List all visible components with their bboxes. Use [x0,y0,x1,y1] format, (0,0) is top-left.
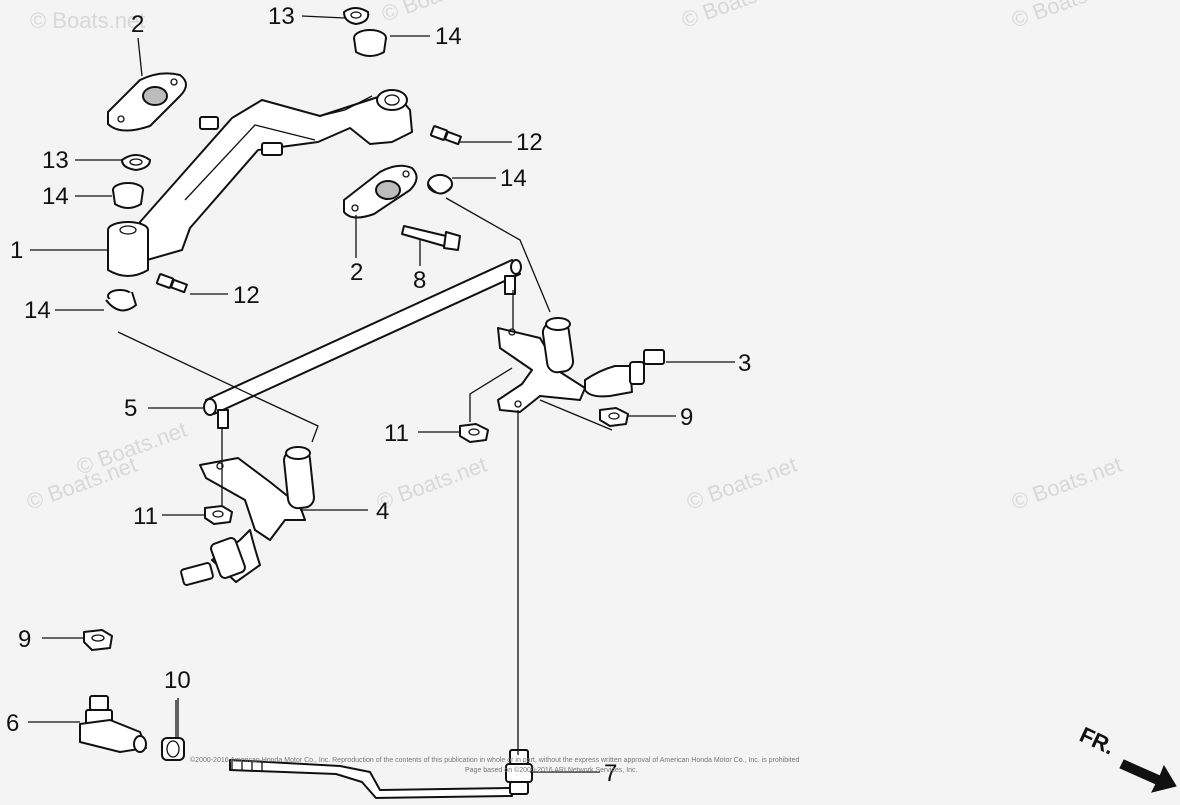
callout-13: 13 [268,3,295,30]
flange-bolt [155,273,188,294]
callout-14: 14 [500,165,527,192]
callout-3: 3 [738,350,751,377]
flange-bolt [429,125,462,146]
callout-2: 2 [350,259,363,286]
callout-10: 10 [164,667,191,694]
callout-8: 8 [413,267,426,294]
bracket-arm-part [107,89,413,277]
hex-bolt [401,225,461,251]
callout-13: 13 [42,147,69,174]
callout-14: 14 [435,23,462,50]
grommet [105,289,137,312]
hex-nut [599,407,629,427]
watermark-group: © Boats.net © Boats.net © Boats.net © Bo… [23,0,1125,515]
assembly-lines [117,197,613,755]
grommet [353,29,387,57]
hex-nut [204,505,233,525]
watermark: © Boats.net [1008,0,1125,33]
callout-14: 14 [42,183,69,210]
watermark: © Boats.net [373,452,490,515]
watermark: © Boats.net [683,452,800,515]
callout-5: 5 [124,395,137,422]
front-arrow-icon [1119,759,1177,793]
callout-9: 9 [18,626,31,653]
grommet [112,182,144,209]
throttle-rod [229,749,533,799]
callout-12: 12 [233,282,260,309]
copyright-notice: ©2000-2016 American Honda Motor Co., Inc… [190,756,800,774]
lever-arm-right [497,317,665,413]
hex-nut [83,629,113,651]
ball-joint [79,695,147,753]
grommet [427,174,453,195]
copyright-line: Page based on ©2000-2016 ARI Network Ser… [465,766,638,774]
callout-numbers: 2 13 14 13 14 1 12 14 2 8 14 12 3 5 11 9… [6,3,751,787]
leader-lines [28,15,735,773]
callout-2: 2 [131,11,144,38]
rod-end-cap [161,737,185,761]
lever-arm-left [180,446,315,586]
gasket-plate-middle [343,164,418,219]
copyright-line: ©2000-2016 American Honda Motor Co., Inc… [190,756,800,764]
callout-11: 11 [133,503,158,530]
clip-ring [343,7,370,25]
front-label: FR. [1076,722,1119,760]
callout-9: 9 [680,404,693,431]
callout-4: 4 [376,498,389,525]
callout-11: 11 [384,420,409,447]
callout-1: 1 [10,237,23,264]
hex-nut [459,423,489,443]
front-direction-indicator: FR. [1076,722,1177,793]
connecting-rod [203,259,522,429]
callout-6: 6 [6,710,19,737]
clip-ring [121,154,151,171]
callout-7: 7 [604,760,617,787]
callout-14: 14 [24,297,51,324]
callout-12: 12 [516,129,543,156]
watermark: © Boats.net [678,0,795,33]
gasket-plate-top [107,72,187,132]
watermark: © Boats.net [30,8,145,33]
watermark: © Boats.net [1008,452,1125,515]
